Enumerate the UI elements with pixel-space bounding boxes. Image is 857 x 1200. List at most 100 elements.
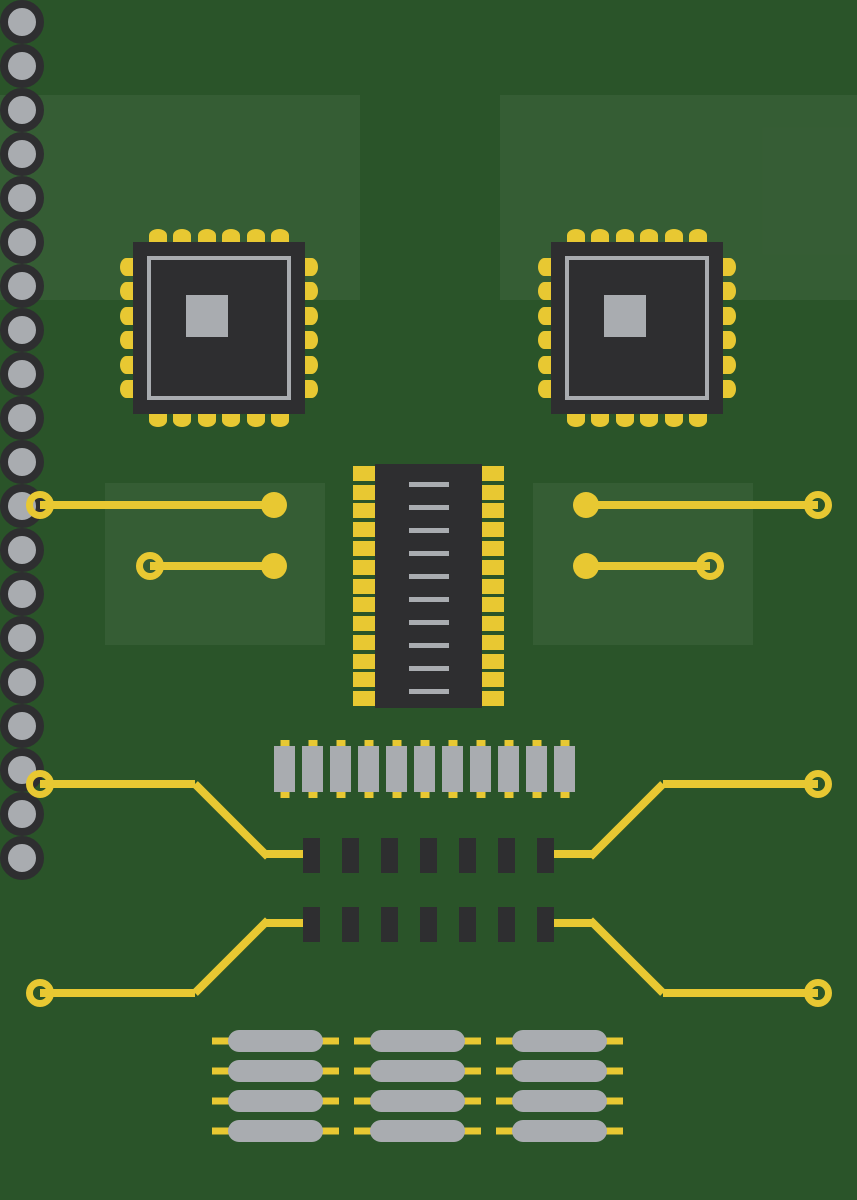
axial-capsule-component[interactable] xyxy=(212,1090,339,1112)
axial-lead-right xyxy=(315,1037,339,1045)
axial-lead-left xyxy=(212,1097,236,1105)
connector-pin[interactable] xyxy=(303,907,320,942)
trace-via-ring[interactable] xyxy=(26,491,54,519)
axial-capsule-component[interactable] xyxy=(354,1060,481,1082)
trace-via-pad[interactable] xyxy=(261,492,287,518)
qfp-pin-pad xyxy=(305,331,318,350)
resistor-terminal-pad xyxy=(308,740,317,746)
smd-resistor[interactable] xyxy=(554,740,575,798)
dip-pin-pad xyxy=(482,522,504,538)
connector-pin[interactable] xyxy=(459,838,476,873)
capacitor-pad xyxy=(0,836,44,880)
trace-via-ring[interactable] xyxy=(26,979,54,1007)
resistor-terminal-pad xyxy=(392,740,401,746)
dip-pin-pad xyxy=(353,484,375,500)
qfp-chip-left[interactable] xyxy=(120,229,318,427)
axial-capsule-component[interactable] xyxy=(496,1120,623,1142)
qfp-pin-pad xyxy=(271,229,290,242)
smd-resistor[interactable] xyxy=(498,740,519,798)
axial-component-body xyxy=(228,1090,323,1112)
axial-component-body xyxy=(228,1120,323,1142)
axial-capsule-component[interactable] xyxy=(212,1120,339,1142)
connector-pin[interactable] xyxy=(342,838,359,873)
qfp-pin-pad xyxy=(591,229,610,242)
capacitor-pad xyxy=(0,352,44,396)
dip-pin-pad xyxy=(353,522,375,538)
trace-segment xyxy=(586,562,710,570)
axial-lead-left xyxy=(496,1127,520,1135)
qfp-pin-pad xyxy=(120,355,133,374)
smd-resistor[interactable] xyxy=(414,740,435,798)
capacitor-pad xyxy=(0,396,44,440)
trace-via-pad[interactable] xyxy=(261,553,287,579)
smd-resistor[interactable] xyxy=(470,740,491,798)
connector-pin[interactable] xyxy=(498,838,515,873)
capacitor-pad xyxy=(0,572,44,616)
axial-component-body xyxy=(512,1120,607,1142)
qfp-pin-pad xyxy=(148,414,167,427)
connector-pin[interactable] xyxy=(420,838,437,873)
smd-resistor[interactable] xyxy=(442,740,463,798)
trace-segment xyxy=(265,919,320,927)
qfp-pin-pad xyxy=(723,380,736,399)
qfp-pin-pad xyxy=(120,331,133,350)
smd-resistor[interactable] xyxy=(274,740,295,798)
dip-pin-pad xyxy=(353,691,375,707)
capacitor-pad xyxy=(0,616,44,660)
connector-pin[interactable] xyxy=(342,907,359,942)
dip-pin-pad xyxy=(482,503,504,519)
connector-pin[interactable] xyxy=(303,838,320,873)
resistor-body xyxy=(470,746,491,792)
dip-pin-pad xyxy=(353,559,375,575)
trace-via-pad[interactable] xyxy=(573,492,599,518)
dip-pin-pad xyxy=(353,616,375,632)
axial-capsule-component[interactable] xyxy=(354,1030,481,1052)
connector-pin[interactable] xyxy=(498,907,515,942)
axial-capsule-component[interactable] xyxy=(212,1030,339,1052)
axial-capsule-component[interactable] xyxy=(212,1060,339,1082)
qfp-pin-pad xyxy=(689,229,708,242)
trace-via-ring[interactable] xyxy=(804,770,832,798)
axial-capsule-component[interactable] xyxy=(496,1060,623,1082)
axial-component-body xyxy=(512,1060,607,1082)
trace-via-ring[interactable] xyxy=(804,979,832,1007)
capacitor-pad xyxy=(0,440,44,484)
connector-pin[interactable] xyxy=(537,838,554,873)
trace-via-ring[interactable] xyxy=(136,552,164,580)
resistor-body xyxy=(498,746,519,792)
qfp-chip-right[interactable] xyxy=(538,229,736,427)
trace-diagonal-segment xyxy=(192,917,271,996)
axial-component-body xyxy=(370,1120,465,1142)
axial-lead-right xyxy=(457,1037,481,1045)
qfp-pin-pad xyxy=(197,414,216,427)
trace-segment xyxy=(663,989,818,997)
connector-pin[interactable] xyxy=(420,907,437,942)
axial-capsule-component[interactable] xyxy=(354,1120,481,1142)
dip-pin-pad xyxy=(482,597,504,613)
resistor-body xyxy=(358,746,379,792)
trace-via-ring[interactable] xyxy=(804,491,832,519)
smd-resistor[interactable] xyxy=(386,740,407,798)
smd-resistor[interactable] xyxy=(302,740,323,798)
connector-pin[interactable] xyxy=(537,907,554,942)
resistor-terminal-pad xyxy=(364,740,373,746)
qfp-pin-pad xyxy=(120,380,133,399)
dip-chip-body[interactable] xyxy=(375,464,482,708)
qfp-pin-pad xyxy=(120,257,133,276)
smd-resistor[interactable] xyxy=(526,740,547,798)
connector-pin[interactable] xyxy=(459,907,476,942)
axial-lead-left xyxy=(496,1097,520,1105)
trace-via-ring[interactable] xyxy=(26,770,54,798)
axial-capsule-component[interactable] xyxy=(354,1090,481,1112)
capacitor-pad xyxy=(0,220,44,264)
axial-capsule-component[interactable] xyxy=(496,1030,623,1052)
connector-pin[interactable] xyxy=(381,838,398,873)
smd-resistor[interactable] xyxy=(330,740,351,798)
trace-diagonal-segment xyxy=(587,781,666,860)
connector-pin[interactable] xyxy=(381,907,398,942)
smd-resistor[interactable] xyxy=(358,740,379,798)
trace-via-ring[interactable] xyxy=(696,552,724,580)
resistor-body xyxy=(442,746,463,792)
trace-via-pad[interactable] xyxy=(573,553,599,579)
axial-capsule-component[interactable] xyxy=(496,1090,623,1112)
